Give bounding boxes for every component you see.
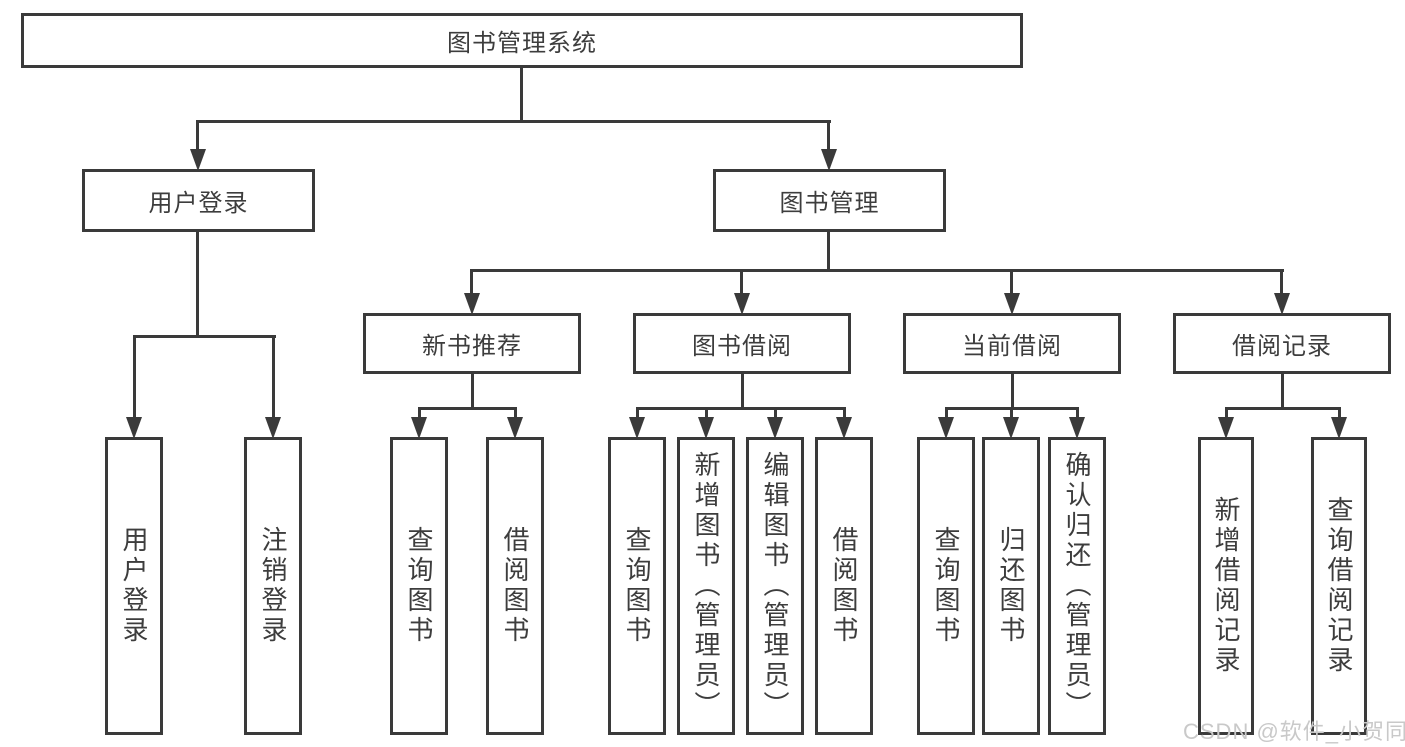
edge-line [1010,269,1013,295]
edge-line [1281,374,1284,409]
leaf-query-books-2-label: 查询图书 [622,526,652,646]
arrow-down-icon [1274,293,1290,315]
edge-line [133,335,276,338]
edge-line [1338,407,1341,419]
edge-line [514,407,517,419]
arrow-down-icon [464,293,480,315]
node-current-borrowing: 当前借阅 [903,313,1121,374]
watermark: CSDN @软件_小贺同学 [1183,719,1405,744]
leaf-query-books-1-label: 查询图书 [404,526,434,646]
node-library-system-label: 图书管理系统 [447,30,597,57]
edge-line [636,407,846,410]
edge-line [1225,407,1341,410]
arrow-down-icon [938,417,954,439]
node-current-borrowing-label: 当前借阅 [962,333,1062,360]
leaf-borrow-books-1-label: 借阅图书 [500,526,530,646]
arrow-down-icon [734,293,750,315]
leaf-query-books-1: 查询图书 [390,437,448,735]
edge-line [520,68,523,122]
edge-line [196,120,831,123]
leaf-add-borrow-record: 新增借阅记录 [1198,437,1254,735]
node-new-book-recommend: 新书推荐 [363,313,581,374]
edge-line [843,407,846,419]
edge-line [1010,407,1013,419]
arrow-down-icon [698,417,714,439]
arrow-down-icon [1004,293,1020,315]
leaf-confirm-return-admin-label: 确认归还（管理员） [1062,451,1092,721]
leaf-query-books-2: 查询图书 [608,437,666,735]
edge-line [133,335,136,417]
arrow-down-icon [1003,417,1019,439]
arrow-down-icon [190,149,206,171]
edge-line [1011,374,1014,409]
leaf-query-borrow-record: 查询借阅记录 [1311,437,1367,735]
edge-line [470,269,473,295]
edge-line [471,374,474,409]
edge-line [418,407,517,410]
arrow-down-icon [1218,417,1234,439]
edge-line [418,407,421,419]
edge-line [705,407,708,419]
leaf-add-books-admin-label: 新增图书（管理员） [691,451,721,721]
edge-line [636,407,639,419]
leaf-logout: 注销登录 [244,437,302,735]
leaf-edit-books-admin: 编辑图书（管理员） [746,437,804,735]
arrow-down-icon [836,417,852,439]
edge-line [1280,269,1283,295]
arrow-down-icon [767,417,783,439]
edge-line [740,269,743,295]
edge-line [774,407,777,419]
edge-line [945,407,948,419]
arrow-down-icon [821,149,837,171]
arrow-down-icon [411,417,427,439]
node-new-book-recommend-label: 新书推荐 [422,333,522,360]
node-borrowing-records-label: 借阅记录 [1232,333,1332,360]
edge-line [1076,407,1079,419]
leaf-borrow-books-2-label: 借阅图书 [829,526,859,646]
arrow-down-icon [126,417,142,439]
leaf-edit-books-admin-label: 编辑图书（管理员） [760,451,790,721]
node-borrowing-records: 借阅记录 [1173,313,1391,374]
node-user-login-label: 用户登录 [148,190,249,217]
leaf-logout-label: 注销登录 [258,526,288,646]
leaf-confirm-return-admin: 确认归还（管理员） [1048,437,1106,735]
edge-line [741,374,744,409]
edge-line [1225,407,1228,419]
node-book-management-label: 图书管理 [779,190,880,217]
leaf-query-books-3-label: 查询图书 [931,526,961,646]
leaf-return-books-label: 归还图书 [996,526,1026,646]
leaf-return-books: 归还图书 [982,437,1040,735]
leaf-add-borrow-record-label: 新增借阅记录 [1211,496,1241,676]
leaf-add-books-admin: 新增图书（管理员） [677,437,735,735]
arrow-down-icon [629,417,645,439]
leaf-query-books-3: 查询图书 [917,437,975,735]
leaf-user-login: 用户登录 [105,437,163,735]
leaf-borrow-books-2: 借阅图书 [815,437,873,735]
leaf-borrow-books-1: 借阅图书 [486,437,544,735]
arrow-down-icon [265,417,281,439]
node-user-login: 用户登录 [82,169,315,232]
edge-line [196,232,199,337]
edge-line [827,120,830,154]
arrow-down-icon [1069,417,1085,439]
edge-line [827,232,830,271]
node-book-borrowing: 图书借阅 [633,313,851,374]
edge-line [196,120,199,154]
arrow-down-icon [507,417,523,439]
leaf-query-borrow-record-label: 查询借阅记录 [1324,496,1354,676]
edge-line [470,269,1284,272]
arrow-down-icon [1331,417,1347,439]
edge-line [272,335,275,417]
node-book-management: 图书管理 [713,169,946,232]
node-library-system: 图书管理系统 [21,13,1023,68]
leaf-user-login-label: 用户登录 [119,526,149,646]
node-book-borrowing-label: 图书借阅 [692,333,792,360]
